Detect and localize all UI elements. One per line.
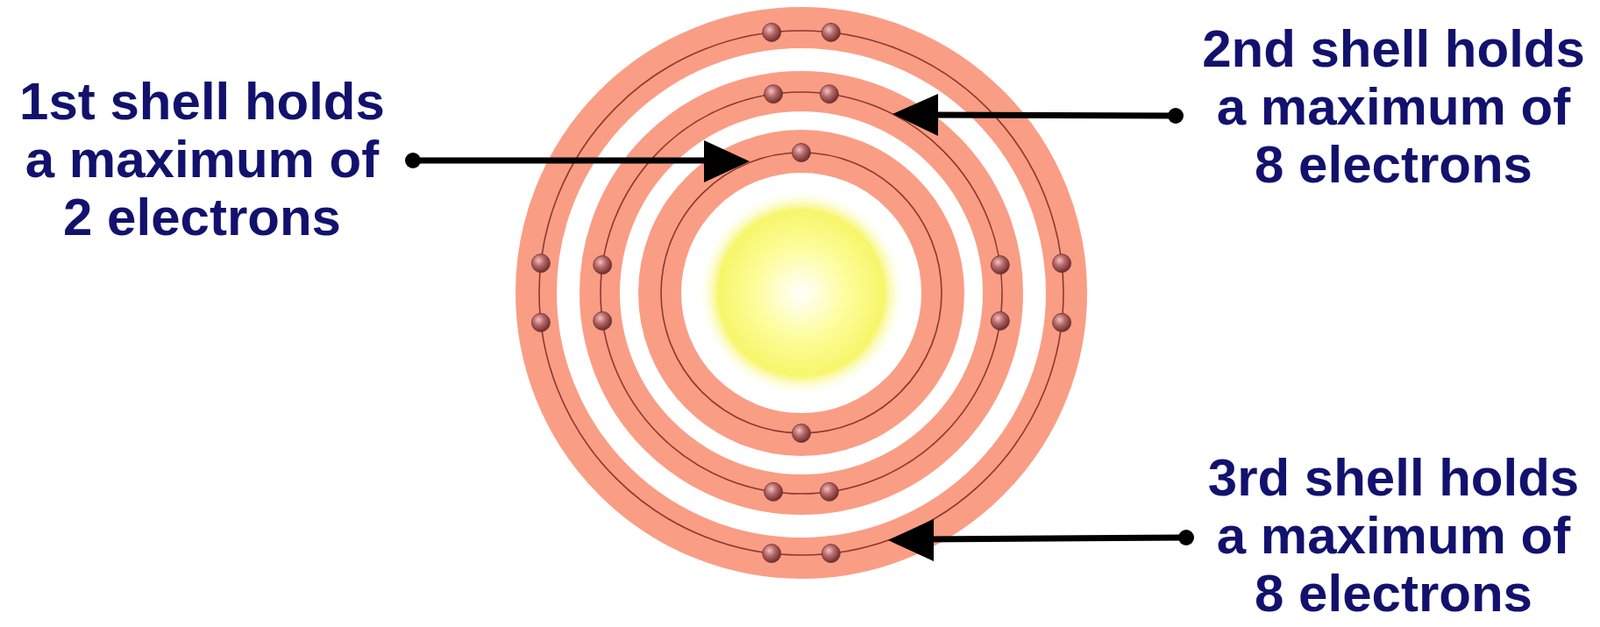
shell-callout: 3rd shell holds a maximum of 8 electrons [1198, 448, 1589, 623]
electron [531, 312, 550, 332]
leader-arrows [405, 93, 1195, 562]
electron [1052, 312, 1072, 332]
electron [821, 544, 840, 563]
electron [819, 482, 839, 501]
electron [762, 544, 782, 563]
electron [792, 143, 811, 163]
electron [531, 254, 550, 273]
electron [819, 85, 839, 104]
electron [762, 22, 782, 42]
shell-bands [536, 28, 1067, 559]
electron [593, 311, 612, 330]
electron [821, 22, 840, 42]
electron [990, 311, 1010, 330]
electron [764, 482, 783, 501]
electron [593, 256, 612, 275]
electron [990, 256, 1010, 275]
electrons [531, 22, 1071, 562]
electron [764, 85, 783, 104]
electron [1052, 254, 1072, 273]
electron [792, 424, 811, 443]
nucleus [697, 189, 905, 397]
orbit-lines [539, 30, 1064, 555]
shell-callout: 1st shell holds a maximum of 2 electrons [7, 72, 398, 247]
shell-callout: 2nd shell holds a maximum of 8 electrons [1198, 20, 1589, 194]
